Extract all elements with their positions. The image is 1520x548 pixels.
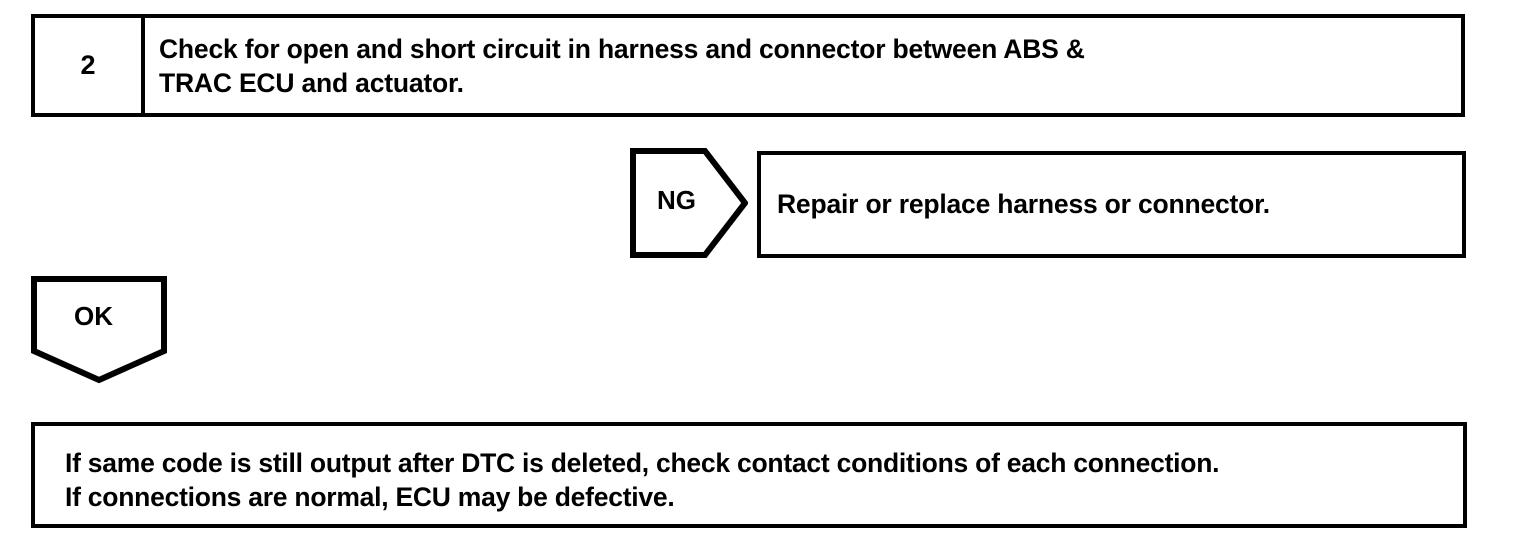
step-number: 2 (80, 50, 96, 80)
step-number-cell: 2 (35, 18, 145, 113)
ng-result-box: Repair or replace harness or connector. (757, 151, 1466, 258)
ng-arrow-right-icon (630, 148, 748, 258)
note-text: If same code is still output after DTC i… (65, 448, 1220, 513)
note-box: If same code is still output after DTC i… (31, 422, 1467, 528)
ok-branch-label: OK (74, 301, 113, 331)
ok-arrow-down-icon (31, 276, 167, 384)
ng-branch-label: NG (657, 185, 696, 215)
step-instruction-text: Check for open and short circuit in harn… (159, 34, 1085, 99)
ng-result-text: Repair or replace harness or connector. (777, 188, 1270, 219)
step-instruction-cell: Check for open and short circuit in harn… (145, 18, 1461, 113)
step-box: 2 Check for open and short circuit in ha… (31, 14, 1465, 117)
